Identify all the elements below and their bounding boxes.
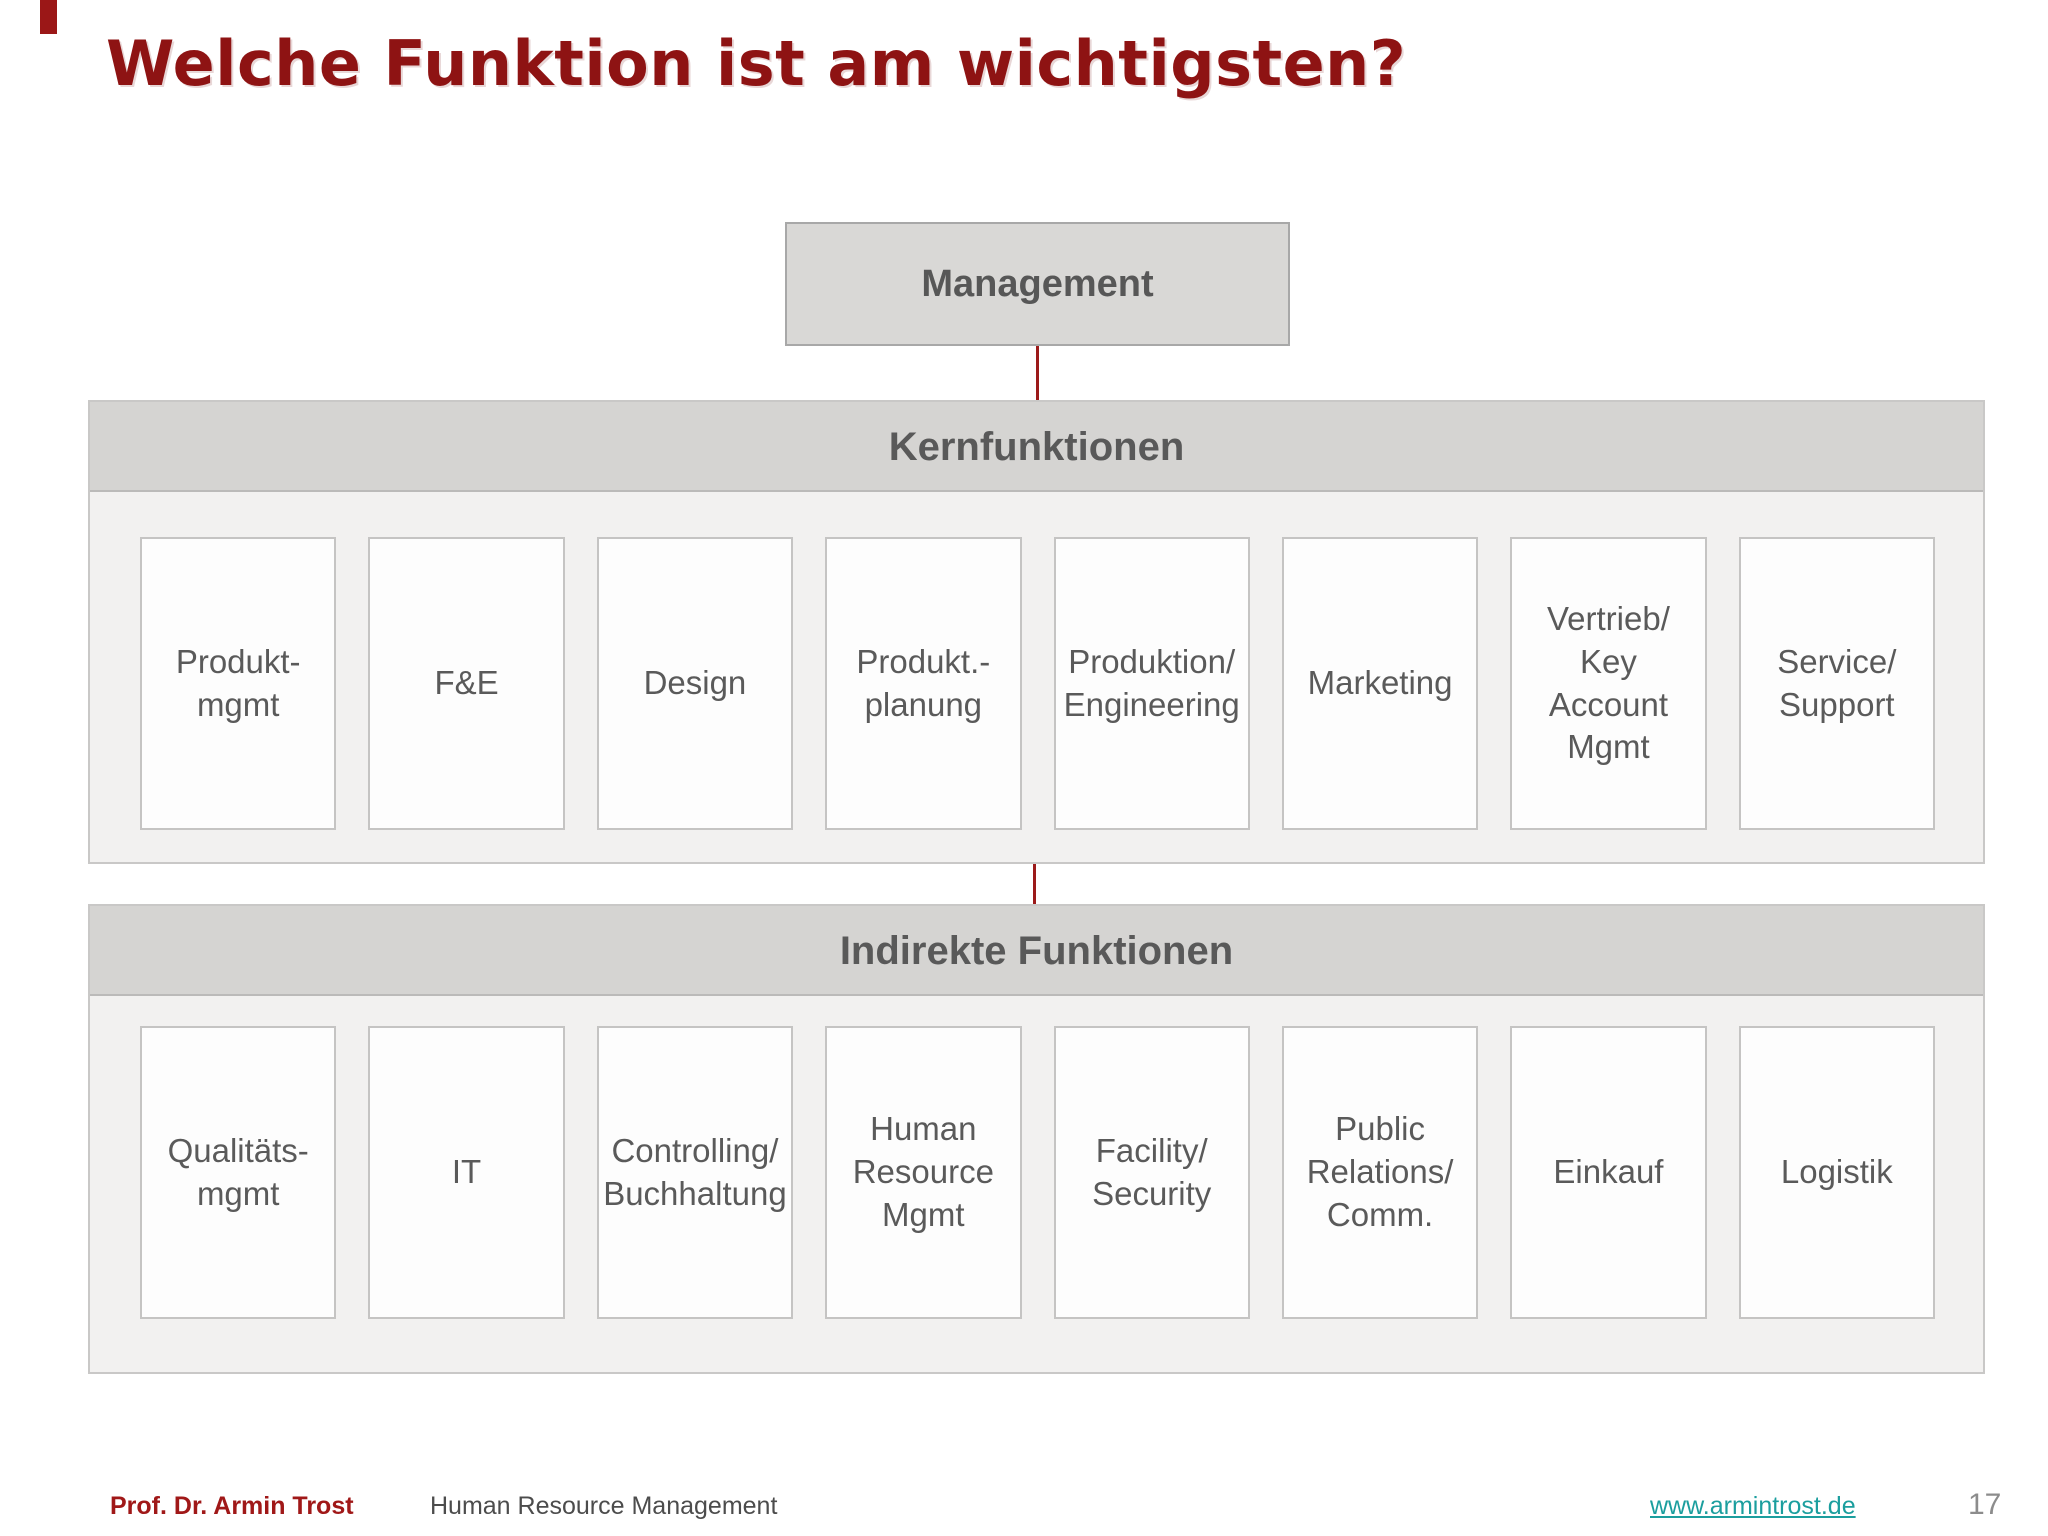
function-box: Vertrieb/ Key Account Mgmt	[1510, 537, 1707, 830]
function-box-label: Design	[643, 664, 747, 702]
footer-page-number: 17	[1968, 1488, 2002, 1521]
function-box-label: Produktion/ Engineering	[1063, 642, 1240, 723]
slide-title: Welche Funktion ist am wichtigsten?	[106, 27, 1407, 100]
function-box-label: IT	[451, 1153, 482, 1191]
footer-link[interactable]: www.armintrost.de	[1650, 1492, 1856, 1520]
function-box: Human Resource Mgmt	[825, 1026, 1022, 1319]
footer-course: Human Resource Management	[430, 1492, 778, 1520]
function-box-label: Logistik	[1780, 1153, 1893, 1191]
function-box: Produkt- mgmt	[140, 537, 337, 830]
function-box: Design	[596, 537, 794, 830]
function-box: Einkauf	[1510, 1026, 1707, 1319]
function-box: Produkt.- planung	[825, 537, 1022, 830]
management-label: Management	[921, 262, 1154, 305]
function-box-label: Produkt- mgmt	[175, 642, 301, 723]
function-box-label: Vertrieb/ Key Account Mgmt	[1546, 599, 1670, 766]
footer-author: Prof. Dr. Armin Trost	[110, 1492, 354, 1520]
function-box: Produktion/ Engineering	[1053, 537, 1250, 830]
function-box: F&E	[368, 537, 565, 830]
function-box: Controlling/ Buchhaltung	[596, 1026, 794, 1319]
section-body: Qualitäts- mgmt IT Controlling/ Buchhaltun…	[90, 996, 1983, 1319]
section-body: Produkt- mgmt F&E Design Produkt.- planung P…	[90, 492, 1983, 830]
function-box-label: Controlling/ Buchhaltung	[603, 1131, 787, 1212]
management-box: Management	[785, 222, 1290, 346]
section-header: Indirekte Funktionen	[90, 906, 1983, 996]
function-box-label: F&E	[434, 664, 499, 702]
function-box-label: Facility/ Security	[1092, 1131, 1212, 1212]
function-box: IT	[368, 1026, 565, 1319]
function-box-label: Human Resource Mgmt	[852, 1110, 994, 1233]
section-indirekte-funktionen: Indirekte Funktionen Qualitäts- mgmt IT Co…	[88, 904, 1985, 1374]
function-box: Public Relations/ Comm.	[1281, 1026, 1479, 1319]
function-box: Facility/ Security	[1053, 1026, 1250, 1319]
section-header: Kernfunktionen	[90, 402, 1983, 492]
function-box: Service/ Support	[1738, 537, 1935, 830]
function-box: Marketing	[1281, 537, 1479, 830]
function-box-label: Produkt.- planung	[856, 642, 991, 723]
function-box-label: Qualitäts- mgmt	[167, 1131, 309, 1212]
function-box: Qualitäts- mgmt	[140, 1026, 337, 1319]
slide-accent-mark	[40, 0, 57, 34]
connector-kernfunktionen-to-indirekte	[1033, 864, 1036, 904]
connector-management-to-kernfunktionen	[1036, 346, 1039, 400]
function-box-label: Public Relations/ Comm.	[1306, 1110, 1454, 1233]
function-box: Logistik	[1738, 1026, 1935, 1319]
function-box-label: Service/ Support	[1777, 642, 1897, 723]
function-box-label: Einkauf	[1553, 1153, 1664, 1191]
function-box-label: Marketing	[1307, 664, 1453, 702]
